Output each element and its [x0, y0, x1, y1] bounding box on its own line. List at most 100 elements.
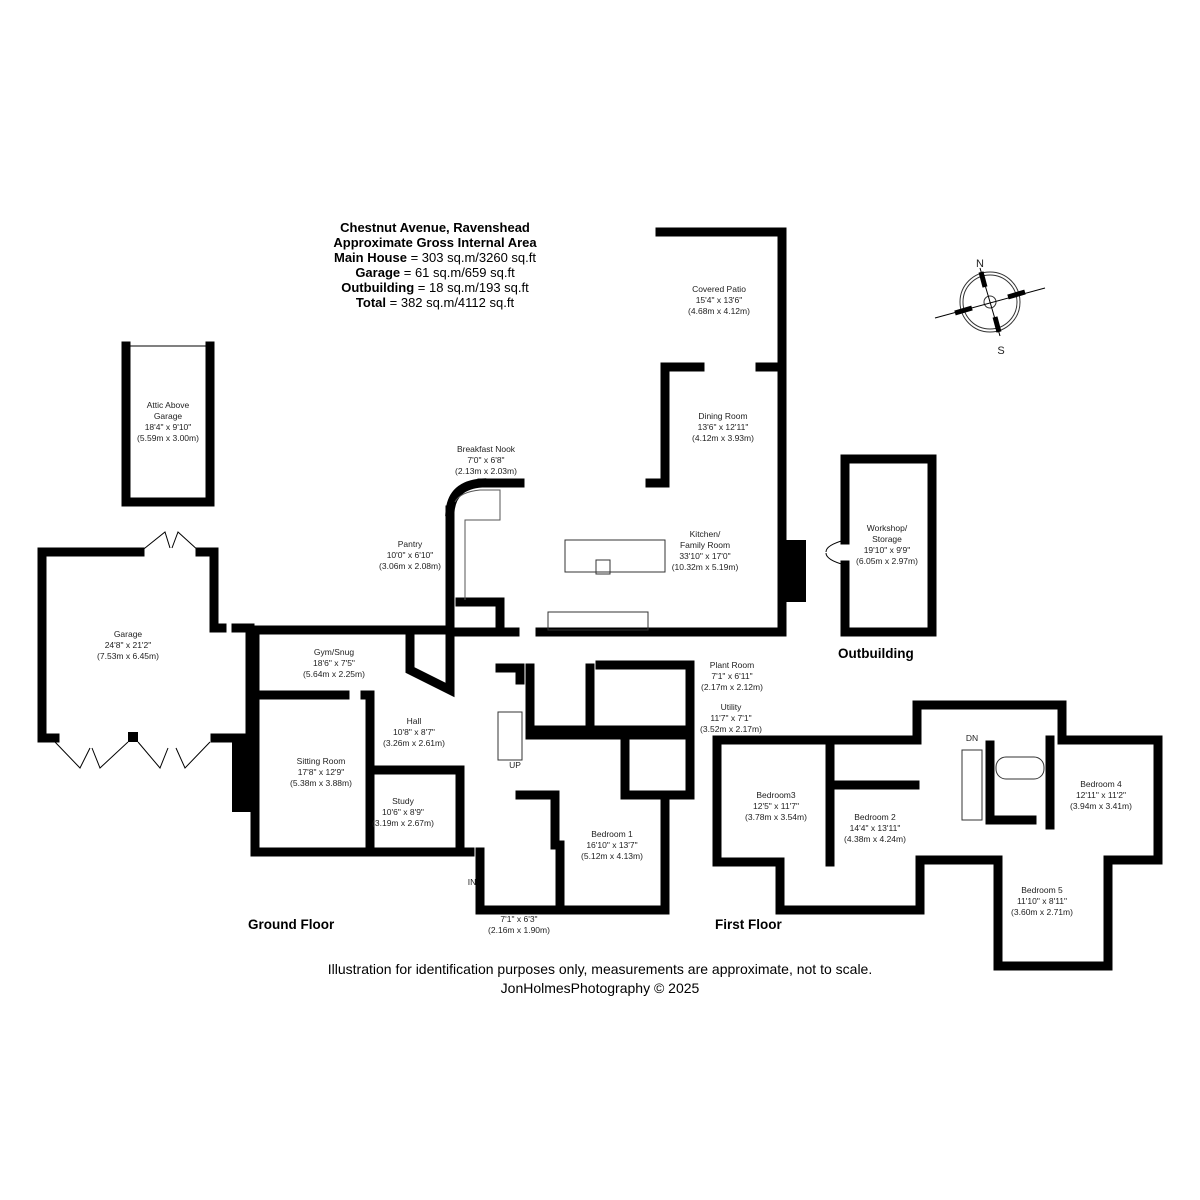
svg-text:(4.38m x 4.24m): (4.38m x 4.24m) [844, 834, 906, 844]
svg-text:(3.06m x 2.08m): (3.06m x 2.08m) [379, 561, 441, 571]
svg-text:Bedroom 5: Bedroom 5 [1021, 885, 1063, 895]
svg-text:Storage: Storage [872, 534, 902, 544]
svg-text:18'6" x 7'5": 18'6" x 7'5" [313, 658, 355, 668]
room-workshop: Workshop/Storage 19'10" x 9'9"(6.05m x 2… [856, 523, 918, 566]
ground-floor-label: Ground Floor [248, 917, 335, 932]
address: Chestnut Avenue, Ravenshead [340, 220, 530, 235]
svg-text:(3.26m x 2.61m): (3.26m x 2.61m) [383, 738, 445, 748]
svg-text:Kitchen/: Kitchen/ [690, 529, 721, 539]
svg-text:Utility: Utility [721, 702, 743, 712]
svg-text:(7.53m x 6.45m): (7.53m x 6.45m) [97, 651, 159, 661]
svg-text:Garage: Garage [114, 629, 143, 639]
svg-text:Bedroom3: Bedroom3 [756, 790, 795, 800]
svg-text:(4.12m x 3.93m): (4.12m x 3.93m) [692, 433, 754, 443]
svg-text:7'1" x 6'3": 7'1" x 6'3" [500, 914, 537, 924]
svg-text:17'8" x 12'9": 17'8" x 12'9" [298, 767, 345, 777]
svg-text:(10.32m x 5.19m): (10.32m x 5.19m) [672, 562, 739, 572]
outbuilding-walls [825, 454, 937, 637]
svg-text:(4.68m x 4.12m): (4.68m x 4.12m) [688, 306, 750, 316]
svg-text:14'4" x 13'11": 14'4" x 13'11" [850, 823, 901, 833]
svg-text:(3.52m x 2.17m): (3.52m x 2.17m) [700, 724, 762, 734]
svg-text:(2.17m x 2.12m): (2.17m x 2.12m) [701, 682, 763, 692]
svg-text:33'10" x 17'0": 33'10" x 17'0" [679, 551, 730, 561]
attic-walls [121, 341, 215, 507]
svg-text:Breakfast Nook: Breakfast Nook [457, 444, 516, 454]
svg-text:Dining Room: Dining Room [698, 411, 747, 421]
svg-text:18'4" x 9'10": 18'4" x 9'10" [145, 422, 192, 432]
svg-text:Bedroom 2: Bedroom 2 [854, 812, 896, 822]
svg-text:Study: Study [392, 796, 414, 806]
room-kitchen: Kitchen/Family Room 33'10" x 17'0"(10.32… [672, 529, 739, 572]
svg-text:13'6" x 12'11": 13'6" x 12'11" [698, 422, 749, 432]
svg-text:Family Room: Family Room [680, 540, 730, 550]
svg-text:19'10" x 9'9": 19'10" x 9'9" [864, 545, 911, 555]
svg-text:(2.16m x 1.90m): (2.16m x 1.90m) [488, 925, 550, 935]
svg-text:Bedroom 1: Bedroom 1 [591, 829, 633, 839]
svg-text:10'0" x 6'10": 10'0" x 6'10" [387, 550, 434, 560]
svg-text:7'0" x 6'8": 7'0" x 6'8" [467, 455, 504, 465]
room-bedroom-5: Bedroom 511'10" x 8'11"(3.60m x 2.71m) [1011, 885, 1073, 917]
svg-text:12'5" x 11'7": 12'5" x 11'7" [753, 801, 799, 811]
svg-text:Sitting Room: Sitting Room [297, 756, 346, 766]
area-summary: Chestnut Avenue, Ravenshead Approximate … [250, 220, 620, 310]
garage-walls [37, 531, 255, 769]
svg-text:Gym/Snug: Gym/Snug [314, 647, 354, 657]
footer: Illustration for identification purposes… [200, 960, 1000, 998]
area-main-house: Main House = 303 sq.m/3260 sq.ft [334, 250, 536, 265]
svg-text:(5.64m x 2.25m): (5.64m x 2.25m) [303, 669, 365, 679]
compass-north: N [976, 258, 984, 270]
first-floor-walls [712, 700, 1163, 971]
room-bedroom-1: Bedroom 116'10" x 13'7"(5.12m x 4.13m) [581, 829, 643, 861]
svg-text:(3.78m x 3.54m): (3.78m x 3.54m) [745, 812, 807, 822]
svg-text:(2.13m x 2.03m): (2.13m x 2.03m) [455, 466, 517, 476]
ground-floor-walls [232, 227, 806, 915]
svg-text:Plant Room: Plant Room [710, 660, 754, 670]
room-bedroom-4: Bedroom 412'11" x 11'2"(3.94m x 3.41m) [1070, 779, 1132, 811]
svg-text:10'8" x 8'7": 10'8" x 8'7" [393, 727, 435, 737]
credit: JonHolmesPhotography © 2025 [500, 980, 700, 996]
svg-text:7'1" x 6'11": 7'1" x 6'11" [711, 671, 752, 681]
svg-text:11'7" x 7'1": 11'7" x 7'1" [710, 713, 751, 723]
svg-text:(5.12m x 4.13m): (5.12m x 4.13m) [581, 851, 643, 861]
compass-rose-icon: N S [934, 258, 1046, 357]
compass-south: S [997, 345, 1004, 357]
stairs-down-label: DN [966, 733, 978, 743]
area-outbuilding: Outbuilding = 18 sq.m/193 sq.ft [341, 280, 529, 295]
area-total: Total = 382 sq.m/4112 sq.ft [355, 295, 515, 310]
stairs-up-label: UP [509, 760, 521, 770]
svg-text:(3.94m x 3.41m): (3.94m x 3.41m) [1070, 801, 1132, 811]
svg-text:11'10" x 8'11": 11'10" x 8'11" [1017, 896, 1067, 906]
svg-text:Attic Above: Attic Above [147, 400, 190, 410]
svg-text:10'6" x 8'9": 10'6" x 8'9" [382, 807, 424, 817]
svg-text:Bedroom 4: Bedroom 4 [1080, 779, 1122, 789]
svg-text:Covered Patio: Covered Patio [692, 284, 746, 294]
svg-text:(3.19m x 2.67m): (3.19m x 2.67m) [372, 818, 434, 828]
svg-text:(6.05m x 2.97m): (6.05m x 2.97m) [856, 556, 918, 566]
outbuilding-label: Outbuilding [838, 646, 914, 661]
room-bedroom-2: Bedroom 214'4" x 13'11"(4.38m x 4.24m) [844, 812, 906, 844]
disclaimer: Illustration for identification purposes… [327, 961, 873, 977]
area-subtitle: Approximate Gross Internal Area [333, 235, 537, 250]
svg-text:15'4" x 13'6": 15'4" x 13'6" [696, 295, 743, 305]
svg-text:24'8" x 21'2": 24'8" x 21'2" [105, 640, 152, 650]
room-porch: 7'1" x 6'3"(2.16m x 1.90m) [488, 914, 550, 935]
svg-text:(5.38m x 3.88m): (5.38m x 3.88m) [290, 778, 352, 788]
svg-text:12'11" x 11'2": 12'11" x 11'2" [1076, 790, 1126, 800]
svg-text:Hall: Hall [407, 716, 422, 726]
entrance-label: IN [468, 877, 477, 887]
svg-text:(3.60m x 2.71m): (3.60m x 2.71m) [1011, 907, 1073, 917]
svg-text:Workshop/: Workshop/ [867, 523, 908, 533]
